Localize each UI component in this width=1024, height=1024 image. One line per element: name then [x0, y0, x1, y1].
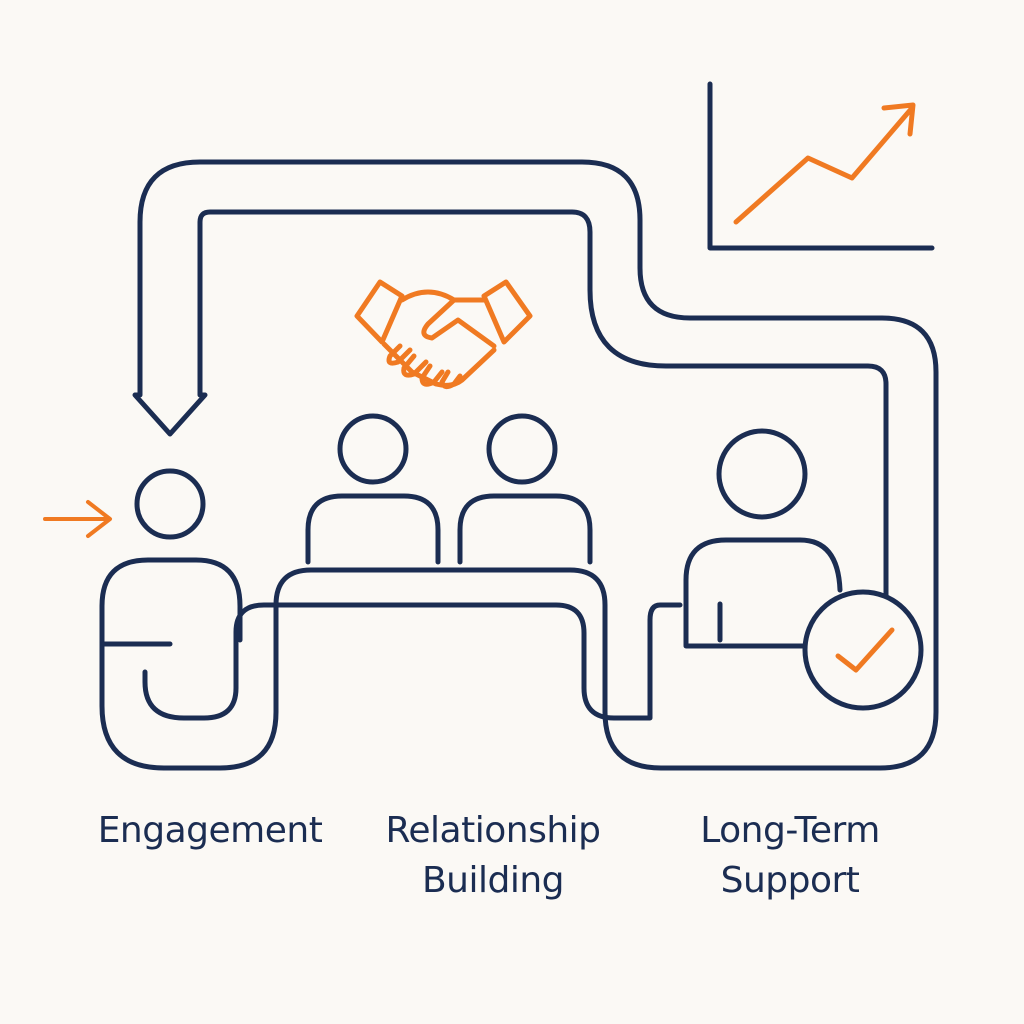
stage-label-engagement: Engagement [70, 806, 350, 856]
longterm-person-icon [683, 428, 843, 649]
stage-label-longterm: Long-Term Support [650, 806, 930, 906]
engagement-label: Engagement [97, 810, 323, 851]
relationship-people-icon [305, 413, 593, 565]
relationship-label-line1: Relationship [385, 810, 602, 851]
entry-arrow-icon [43, 500, 112, 538]
relationship-label-line2: Building [421, 860, 565, 901]
check-circle-icon [802, 589, 924, 711]
pipe-outer-path [99, 159, 939, 771]
stage-label-relationship: Relationship Building [348, 806, 638, 906]
longterm-label-line2: Support [720, 860, 860, 901]
longterm-label-line1: Long-Term [700, 810, 880, 851]
growth-chart-icon [707, 81, 935, 251]
handshake-icon [354, 279, 533, 390]
pipe-inner-path [142, 602, 683, 721]
engagement-person-icon [99, 468, 243, 647]
